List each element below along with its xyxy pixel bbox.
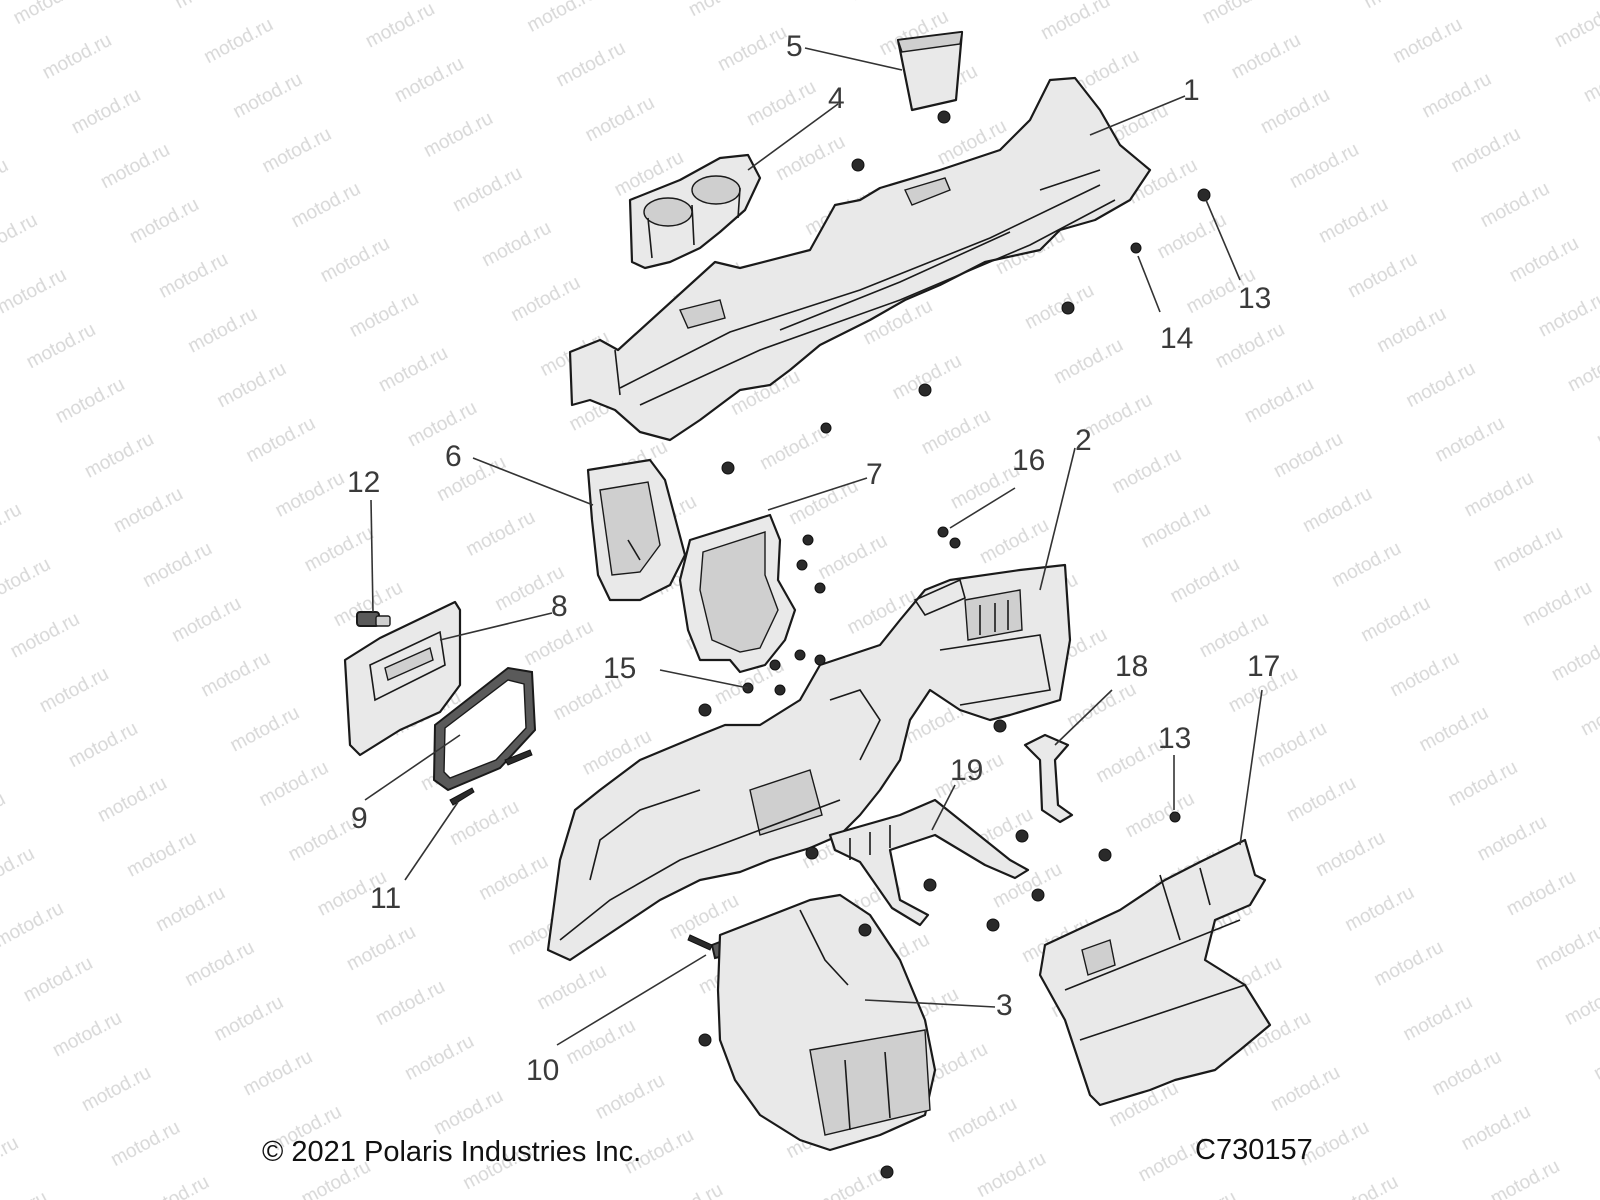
callout-18: 18 bbox=[1115, 650, 1148, 683]
callout-5: 5 bbox=[786, 30, 803, 63]
part-9-seal bbox=[432, 666, 537, 792]
callout-labels: 1 2 3 4 5 6 7 8 9 10 11 12 13 13 14 15 1… bbox=[347, 30, 1280, 1087]
callout-7: 7 bbox=[866, 458, 883, 491]
callout-19: 19 bbox=[950, 754, 983, 787]
part-11-pins bbox=[449, 749, 533, 806]
callout-16: 16 bbox=[1012, 444, 1045, 477]
part-3-lower-cover bbox=[716, 893, 937, 1152]
callout-13-upper: 13 bbox=[1238, 282, 1271, 315]
part-5-storage-bin bbox=[896, 30, 964, 112]
callout-9: 9 bbox=[351, 802, 368, 835]
part-6-bracket bbox=[586, 458, 687, 602]
callout-12: 12 bbox=[347, 466, 380, 499]
part-12-latch bbox=[356, 611, 391, 627]
callout-15: 15 bbox=[603, 652, 636, 685]
part-19-support-bracket bbox=[828, 798, 1030, 927]
part-7-frame bbox=[678, 513, 797, 674]
fasteners bbox=[698, 110, 1211, 1179]
callout-10: 10 bbox=[526, 1054, 559, 1087]
callout-3: 3 bbox=[996, 989, 1013, 1022]
part-4-cup-holder bbox=[628, 153, 762, 270]
callout-1: 1 bbox=[1183, 74, 1200, 107]
part-18-bracket bbox=[1023, 733, 1074, 824]
part-1-dash-top-panel bbox=[568, 76, 1152, 442]
callout-2: 2 bbox=[1075, 424, 1092, 457]
callout-17: 17 bbox=[1247, 650, 1280, 683]
copyright-notice: © 2021 Polaris Industries Inc. bbox=[262, 1136, 642, 1168]
leader-lines bbox=[364, 47, 1263, 1046]
callout-11: 11 bbox=[370, 882, 401, 915]
part-17-floor-panel bbox=[1038, 838, 1272, 1107]
part-2-lower-dash bbox=[546, 563, 1072, 962]
callout-8: 8 bbox=[551, 590, 568, 623]
callout-6: 6 bbox=[445, 440, 462, 473]
callout-14: 14 bbox=[1160, 322, 1193, 355]
callout-4: 4 bbox=[828, 82, 845, 115]
diagram-id: C730157 bbox=[1195, 1134, 1313, 1166]
callout-13-lower: 13 bbox=[1158, 722, 1191, 755]
part-8-glovebox-door bbox=[343, 600, 462, 757]
